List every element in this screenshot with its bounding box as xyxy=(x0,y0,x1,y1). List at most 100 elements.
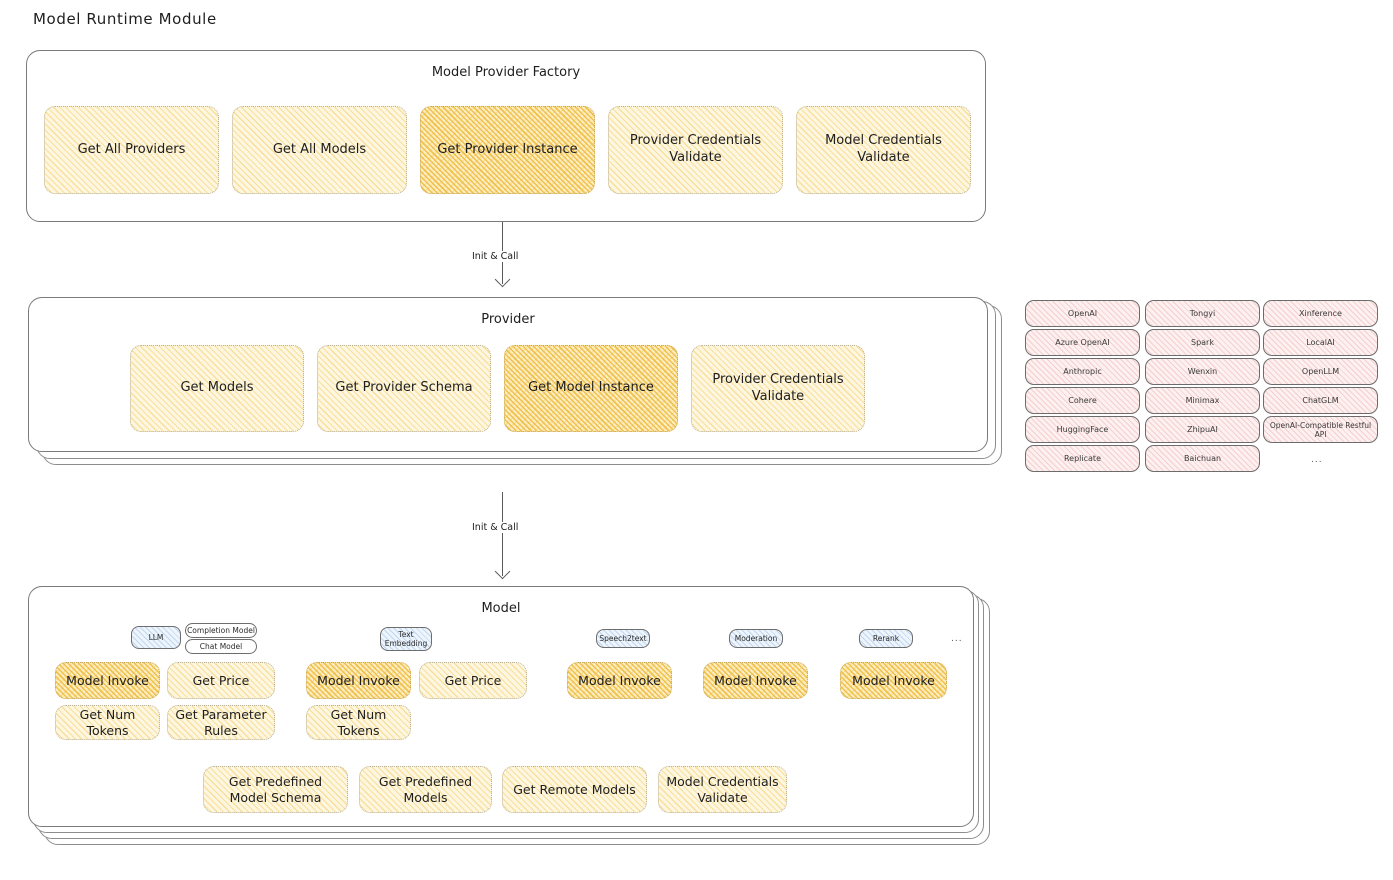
box-label: Model Invoke xyxy=(317,672,400,688)
provider-pill-openai[interactable]: OpenAI xyxy=(1025,300,1140,327)
provider-pill-xinference[interactable]: Xinference xyxy=(1263,300,1378,327)
box-label: Get Models xyxy=(180,380,254,396)
model-provider-factory-title: Model Provider Factory xyxy=(431,65,581,80)
pill-label: Anthropic xyxy=(1063,367,1102,376)
model-type-badge-moderation[interactable]: Moderation xyxy=(729,629,783,648)
arrow-provider-to-model-line xyxy=(502,492,503,576)
llm-op-model-invoke[interactable]: Model Invoke xyxy=(55,662,160,699)
pill-label: Baichuan xyxy=(1183,454,1222,463)
box-label: Get All Models xyxy=(272,141,367,157)
provider-box-get-provider-schema[interactable]: Get Provider Schema xyxy=(317,345,491,432)
box-label: Get Num Tokens xyxy=(79,706,136,738)
box-label: Get Price xyxy=(444,672,502,688)
model-type-badge-speech2text[interactable]: Speech2text xyxy=(596,629,650,648)
model-shared-op-get-predefined-model-schema[interactable]: Get Predefined Model Schema xyxy=(203,766,348,813)
provider-pill-tongyi[interactable]: Tongyi xyxy=(1145,300,1260,327)
arrow-label-init-call-2: Init & Call xyxy=(468,522,523,533)
provider-pill-replicate[interactable]: Replicate xyxy=(1025,445,1140,472)
model-types-more-dots: ... xyxy=(951,634,963,644)
box-label: Get Price xyxy=(192,672,250,688)
provider-pill-chatglm[interactable]: ChatGLM xyxy=(1263,387,1378,414)
llm-op-get-num-tokens[interactable]: Get Num Tokens xyxy=(55,705,160,740)
box-label: Get Num Tokens xyxy=(330,706,387,738)
model-subtype-badge-chat-model[interactable]: Chat Model xyxy=(185,639,257,654)
arrow-factory-to-provider-head xyxy=(494,271,511,288)
badge-label: Speech2text xyxy=(599,633,647,643)
badge-label: LLM xyxy=(148,632,164,642)
provider-title: Provider xyxy=(481,312,535,327)
box-label: Model Invoke xyxy=(578,672,661,688)
provider-box-provider-credentials-validate[interactable]: Provider Credentials Validate xyxy=(691,345,865,432)
text-embedding-op-get-price[interactable]: Get Price xyxy=(419,662,527,699)
provider-pill-openllm[interactable]: OpenLLM xyxy=(1263,358,1378,385)
factory-box-get-all-models[interactable]: Get All Models xyxy=(232,106,407,194)
box-label: Get All Providers xyxy=(77,141,186,157)
text-embedding-op-get-num-tokens[interactable]: Get Num Tokens xyxy=(306,705,411,740)
provider-pill-spark[interactable]: Spark xyxy=(1145,329,1260,356)
factory-box-get-provider-instance[interactable]: Get Provider Instance xyxy=(420,106,595,194)
pill-label: LocalAI xyxy=(1306,338,1335,347)
rerank-op-model-invoke[interactable]: Model Invoke xyxy=(840,662,947,699)
moderation-op-model-invoke[interactable]: Model Invoke xyxy=(703,662,808,699)
provider-pill-openai-compatible-restful-api[interactable]: OpenAI-Compatible Restful API xyxy=(1263,416,1378,443)
provider-pill-huggingface[interactable]: HuggingFace xyxy=(1025,416,1140,443)
badge-label: Completion Model xyxy=(187,625,255,635)
provider-list-more-dots: ... xyxy=(1311,455,1323,465)
model-subtype-badge-completion-model[interactable]: Completion Model xyxy=(185,623,257,638)
box-label: Model Invoke xyxy=(66,672,149,688)
model-shared-op-model-credentials-validate[interactable]: Model Credentials Validate xyxy=(658,766,787,813)
model-type-badge-llm[interactable]: LLM xyxy=(131,626,181,649)
box-label: Model Invoke xyxy=(852,672,935,688)
provider-box-get-model-instance[interactable]: Get Model Instance xyxy=(504,345,678,432)
badge-label: Moderation xyxy=(734,633,778,643)
provider-pill-localai[interactable]: LocalAI xyxy=(1263,329,1378,356)
factory-box-get-all-providers[interactable]: Get All Providers xyxy=(44,106,219,194)
provider-pill-azure-openai[interactable]: Azure OpenAI xyxy=(1025,329,1140,356)
provider-pill-wenxin[interactable]: Wenxin xyxy=(1145,358,1260,385)
pill-label: Tongyi xyxy=(1189,309,1216,318)
provider-pill-baichuan[interactable]: Baichuan xyxy=(1145,445,1260,472)
box-label: Get Provider Schema xyxy=(335,380,473,396)
factory-box-provider-credentials-validate[interactable]: Provider Credentials Validate xyxy=(608,106,783,194)
pill-label: Wenxin xyxy=(1187,367,1218,376)
model-type-badge-text-embedding[interactable]: Text Embedding xyxy=(380,627,432,651)
provider-pill-anthropic[interactable]: Anthropic xyxy=(1025,358,1140,385)
pill-label: Cohere xyxy=(1068,396,1097,405)
pill-label: Replicate xyxy=(1063,454,1101,463)
box-label: Model Credentials Validate xyxy=(666,773,779,805)
pill-label: OpenLLM xyxy=(1301,367,1340,376)
model-type-badge-rerank[interactable]: Rerank xyxy=(859,629,913,648)
pill-label: HuggingFace xyxy=(1056,425,1109,434)
box-label: Get Predefined Models xyxy=(378,773,473,805)
text-embedding-op-model-invoke[interactable]: Model Invoke xyxy=(306,662,411,699)
provider-pill-cohere[interactable]: Cohere xyxy=(1025,387,1140,414)
model-shared-op-get-remote-models[interactable]: Get Remote Models xyxy=(502,766,647,813)
badge-label: Text Embedding xyxy=(384,629,428,648)
provider-pill-minimax[interactable]: Minimax xyxy=(1145,387,1260,414)
speech2text-op-model-invoke[interactable]: Model Invoke xyxy=(567,662,672,699)
box-label: Provider Credentials Validate xyxy=(712,371,844,404)
provider-box-get-models[interactable]: Get Models xyxy=(130,345,304,432)
model-shared-op-get-predefined-models[interactable]: Get Predefined Models xyxy=(359,766,492,813)
pill-label: Minimax xyxy=(1185,396,1220,405)
pill-label: OpenAI-Compatible Restful API xyxy=(1269,420,1372,439)
arrow-provider-to-model-head xyxy=(494,563,511,580)
pill-label: OpenAI xyxy=(1067,309,1098,318)
box-label: Model Credentials Validate xyxy=(825,133,942,165)
pill-label: ZhipuAI xyxy=(1187,425,1218,434)
provider-pill-zhipuai[interactable]: ZhipuAI xyxy=(1145,416,1260,443)
model-container: Model xyxy=(28,586,974,827)
page-title: Model Runtime Module xyxy=(33,10,217,28)
box-label: Get Provider Instance xyxy=(437,141,578,157)
llm-op-get-parameter-rules[interactable]: Get Parameter Rules xyxy=(167,705,275,740)
pill-label: Azure OpenAI xyxy=(1055,338,1110,347)
pill-label: Spark xyxy=(1191,338,1214,347)
box-label: Get Model Instance xyxy=(528,380,654,396)
pill-label: Xinference xyxy=(1299,309,1342,318)
llm-op-get-price[interactable]: Get Price xyxy=(167,662,275,699)
box-label: Get Parameter Rules xyxy=(175,706,267,738)
factory-box-model-credentials-validate[interactable]: Model Credentials Validate xyxy=(796,106,971,194)
box-label: Get Predefined Model Schema xyxy=(228,773,323,805)
badge-label: Chat Model xyxy=(199,641,243,651)
